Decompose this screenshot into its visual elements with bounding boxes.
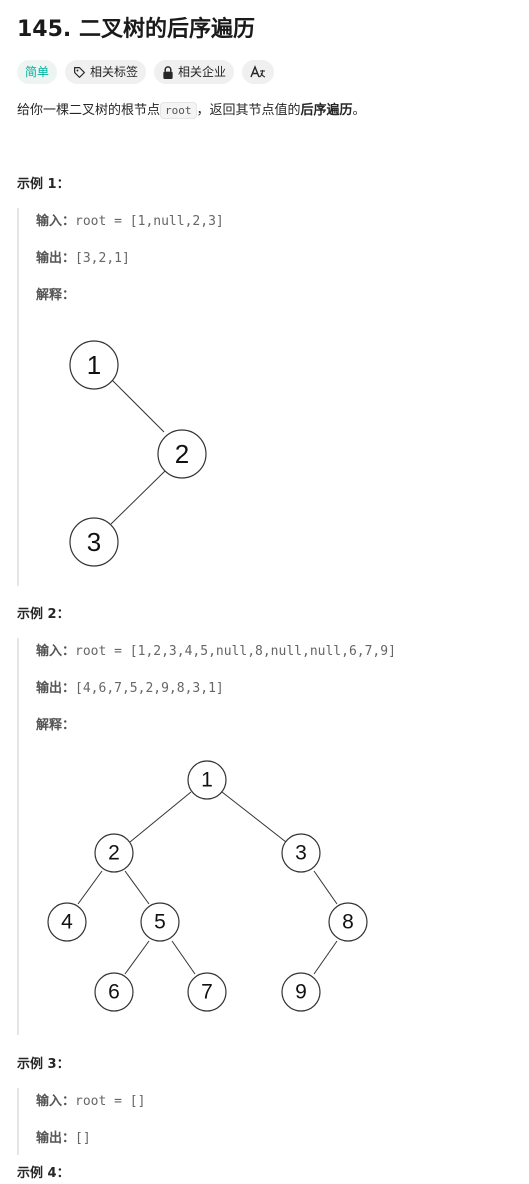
example-3-input-value: root = [] [75, 1094, 146, 1109]
example-2-output: 输出：[4,6,7,5,2,9,8,3,1] [36, 679, 224, 699]
difficulty-label: 简单 [25, 65, 50, 79]
tree-node-label: 7 [201, 981, 213, 1004]
related-companies-label: 相关企业 [178, 65, 227, 79]
example-3-input: 输入：root = [] [36, 1092, 145, 1112]
example-1-tree-diagram: 1 2 3 [69, 340, 207, 567]
tree-node-label: 8 [342, 911, 354, 934]
explain-label: 解释： [36, 288, 76, 303]
example-1-output-value: [3,2,1] [75, 251, 130, 266]
example-1-output: 输出：[3,2,1] [36, 249, 130, 269]
tree-node [281, 972, 321, 1012]
desc-suffix: 。 [352, 103, 366, 118]
desc-emphasis: 后序遍历 [300, 103, 353, 118]
translate-icon [250, 65, 266, 79]
tree-node-label: 4 [61, 911, 73, 934]
tree-node-label: 2 [175, 439, 189, 469]
output-label: 输出： [36, 251, 76, 266]
input-label: 输入： [36, 1094, 76, 1109]
example-1-title: 示例 1： [17, 177, 70, 192]
desc-prefix: 给你一棵二叉树的根节点 [17, 103, 161, 118]
example-1-explain: 解释： [36, 286, 75, 306]
example-2-tree-diagram: 1 2 3 4 5 8 6 7 9 [47, 760, 368, 1012]
tag-icon [73, 66, 86, 79]
tree-node [94, 833, 134, 873]
related-tags-button[interactable]: 相关标签 [65, 60, 147, 84]
tree-node-label: 2 [108, 842, 120, 865]
tree-node [47, 902, 87, 942]
example-1-input: 输入：root = [1,null,2,3] [36, 212, 224, 232]
tree-edge [77, 870, 103, 905]
page-title: 145. 二叉树的后序遍历 [17, 17, 255, 42]
example-2-block: 输入：root = [1,2,3,4,5,null,8,null,null,6,… [17, 638, 509, 1035]
tree-node-label: 3 [295, 842, 307, 865]
tree-edge [313, 940, 338, 975]
tree-node [328, 902, 368, 942]
tree-node [69, 517, 119, 567]
example-2-output-value: [4,6,7,5,2,9,8,3,1] [75, 681, 224, 696]
tree-edge [171, 940, 196, 975]
tree-node [187, 760, 227, 800]
tree-node [281, 833, 321, 873]
tree-node [157, 429, 207, 479]
input-label: 输入： [36, 214, 76, 229]
example-1-input-value: root = [1,null,2,3] [75, 214, 224, 229]
difficulty-badge[interactable]: 简单 [17, 60, 58, 84]
tree-edge [110, 470, 166, 525]
tree-node [140, 902, 180, 942]
related-tags-label: 相关标签 [90, 65, 139, 79]
tree-node-label: 3 [87, 527, 101, 557]
output-label: 输出： [36, 681, 76, 696]
tree-node-label: 6 [108, 981, 120, 1004]
example-3-output: 输出：[] [36, 1129, 91, 1149]
tree-edge [124, 940, 150, 975]
tree-node [94, 972, 134, 1012]
tree-node-label: 1 [87, 350, 101, 380]
example-4-title: 示例 4： [17, 1166, 70, 1181]
example-2-input: 输入：root = [1,2,3,4,5,null,8,null,null,6,… [36, 642, 396, 662]
lock-icon [162, 65, 174, 79]
tag-bar: 简单 相关标签 相关企业 [17, 60, 275, 84]
example-3-block: 输入：root = [] 输出：[] [17, 1088, 509, 1155]
example-2-explain: 解释： [36, 716, 75, 736]
tree-node [187, 972, 227, 1012]
tree-node-label: 1 [201, 769, 213, 792]
example-2-title: 示例 2： [17, 607, 70, 622]
input-label: 输入： [36, 644, 76, 659]
tree-edge [129, 791, 192, 843]
related-companies-button[interactable]: 相关企业 [154, 60, 235, 84]
example-3-title: 示例 3： [17, 1057, 70, 1072]
tree-node-label: 5 [154, 911, 166, 934]
desc-middle: ，返回其节点值的 [196, 103, 301, 118]
example-3-output-value: [] [75, 1131, 91, 1146]
explain-label: 解释： [36, 718, 76, 733]
tree-edge [124, 870, 150, 905]
example-1-block: 输入：root = [1,null,2,3] 输出：[3,2,1] 解释： 1 … [17, 208, 509, 586]
tree-edge [313, 870, 338, 905]
tree-node [69, 340, 119, 390]
tree-edge [110, 378, 165, 433]
tree-node-label: 9 [295, 981, 307, 1004]
tree-edge [221, 791, 287, 843]
example-2-input-value: root = [1,2,3,4,5,null,8,null,null,6,7,9… [75, 644, 396, 659]
translate-button[interactable] [242, 60, 275, 84]
inline-code-root: root [160, 102, 197, 119]
output-label: 输出： [36, 1131, 76, 1146]
